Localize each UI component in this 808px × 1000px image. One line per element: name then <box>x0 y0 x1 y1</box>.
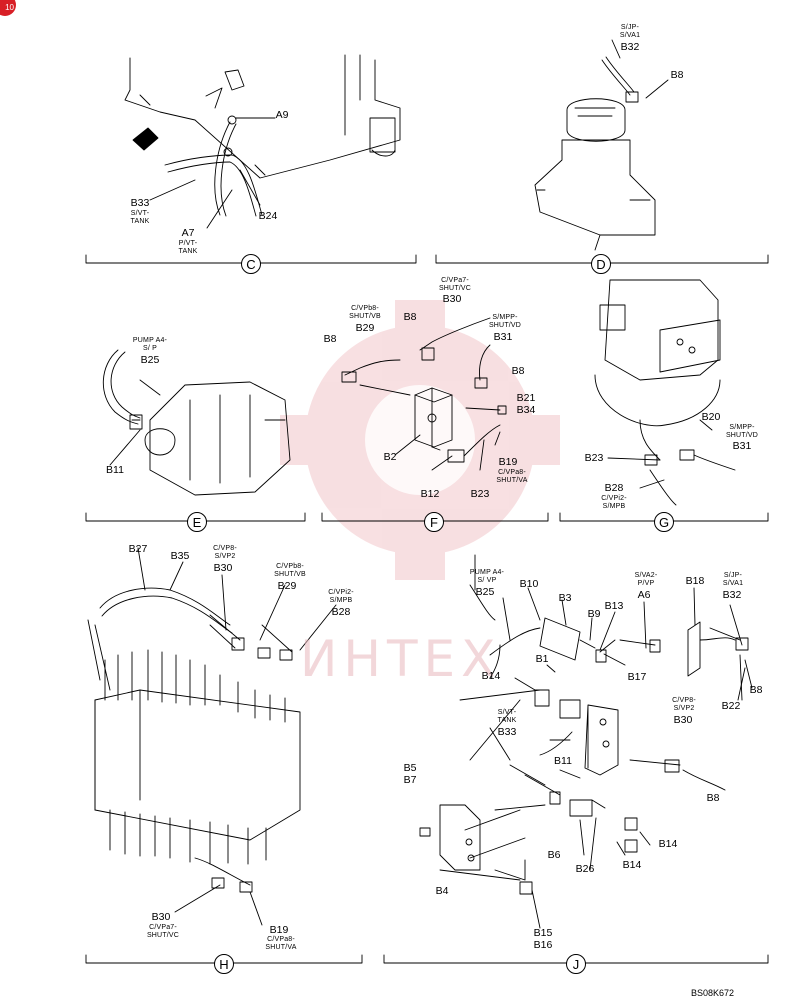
callout-a7-desc: P/VT- TANK <box>178 240 198 255</box>
callout-b29-desc: C/VPb8- SHUT/VB <box>349 305 381 320</box>
callout-b19-desc: C/VPa8- SHUT/VA <box>496 469 528 484</box>
callout-b25-desc: PUMP A4- S/ P <box>132 337 168 352</box>
callout-b10: B10 <box>519 578 539 590</box>
callout-b33: B33 <box>130 197 150 209</box>
callout-j-b30: B30 <box>673 714 693 726</box>
callout-a6-desc: S/VA2- P/VP <box>634 572 658 587</box>
callout-a7: A7 <box>181 227 195 239</box>
section-marker-f: F <box>424 512 444 532</box>
callout-j-b30-desc: C/VP8- S/VP2 <box>672 697 696 712</box>
callout-j-b25-desc: PUMP A4- S/ VP <box>469 569 505 584</box>
callout-b23: B23 <box>470 488 490 500</box>
callout-b35: B35 <box>170 550 190 562</box>
section-marker-d: D <box>591 254 611 274</box>
callout-j-b32: B32 <box>722 589 742 601</box>
callout-b31-desc: S/MPP- SHUT/VD <box>488 314 522 329</box>
page-corner-badge: 10 <box>0 0 16 16</box>
callout-b5: B5 <box>403 762 417 774</box>
callout-h-b19-desc: C/VPa8- SHUT/VA <box>265 936 297 951</box>
callout-b6: B6 <box>547 849 561 861</box>
section-marker-e: E <box>187 512 207 532</box>
callout-j-b32-desc: S/JP- S/VA1 <box>722 572 744 587</box>
callout-h-b28: B28 <box>331 606 351 618</box>
callout-b30: B30 <box>442 293 462 305</box>
callout-h-b30-desc: C/VP8- S/VP2 <box>213 545 237 560</box>
callout-b2: B2 <box>383 451 397 463</box>
callout-j-b33: B33 <box>497 726 517 738</box>
callout-b21: B21 <box>516 392 536 404</box>
callout-h-b30-lower-desc: C/VPa7- SHUT/VC <box>146 924 180 939</box>
callout-b33-desc: S/VT- TANK <box>130 210 150 225</box>
callout-b8: B8 <box>670 69 684 81</box>
section-marker-g: G <box>654 512 674 532</box>
callout-h-b30-lower: B30 <box>151 911 171 923</box>
callout-b1: B1 <box>535 653 549 665</box>
callout-b7: B7 <box>403 774 417 786</box>
callout-b11: B11 <box>106 464 124 476</box>
callout-a9: A9 <box>275 109 289 121</box>
callout-h-b30: B30 <box>213 562 233 574</box>
callout-j-b8-lower: B8 <box>706 792 720 804</box>
callout-b20: B20 <box>701 411 721 423</box>
callout-b19: B19 <box>498 456 518 468</box>
callout-b32: B32 <box>620 41 640 53</box>
callout-g-b31: B31 <box>732 440 752 452</box>
callout-b31: B31 <box>493 331 513 343</box>
callout-b28: B28 <box>604 482 624 494</box>
callout-b14-right: B14 <box>658 838 678 850</box>
callout-j-b33-desc: S/VT- TANK <box>497 709 517 724</box>
section-marker-j: J <box>566 954 586 974</box>
callout-b27: B27 <box>128 543 148 555</box>
callout-g-b23: B23 <box>584 452 604 464</box>
callout-h-b29: B29 <box>277 580 297 592</box>
callout-b15: B15 <box>533 927 553 939</box>
callout-b25: B25 <box>140 354 160 366</box>
callout-b8-left: B8 <box>323 333 337 345</box>
callout-b22: B22 <box>721 700 741 712</box>
callout-h-b19: B19 <box>269 924 289 936</box>
callout-a6: A6 <box>637 589 651 601</box>
callout-h-b29-desc: C/VPb8- SHUT/VB <box>274 563 306 578</box>
callout-b14-lower: B14 <box>622 859 642 871</box>
callout-b17: B17 <box>627 671 647 683</box>
drawing-code: BS08K672 <box>690 988 734 998</box>
callout-b12: B12 <box>420 488 440 500</box>
callout-j-b8-right: B8 <box>749 684 763 696</box>
callout-b24: B24 <box>258 210 278 222</box>
callout-j-b25: B25 <box>475 586 495 598</box>
callout-b32-desc: S/JP- S/VA1 <box>619 24 641 39</box>
callout-b30-desc: C/VPa7- SHUT/VC <box>438 277 472 292</box>
callout-b14-upper: B14 <box>481 670 501 682</box>
callout-b18: B18 <box>685 575 705 587</box>
section-marker-c: C <box>241 254 261 274</box>
callout-h-b28-desc: C/VPi2- S/MPB <box>328 589 354 604</box>
callout-b9: B9 <box>587 608 601 620</box>
callout-b3: B3 <box>558 592 572 604</box>
callout-b29: B29 <box>355 322 375 334</box>
section-marker-h: H <box>214 954 234 974</box>
callout-j-b11: B11 <box>554 755 572 767</box>
callout-b34: B34 <box>516 404 536 416</box>
callout-b8-right: B8 <box>511 365 525 377</box>
callout-b28-desc: C/VPi2- S/MPB <box>601 495 627 510</box>
callout-b8-upper: B8 <box>403 311 417 323</box>
callout-b13: B13 <box>604 600 624 612</box>
callout-g-b31-desc: S/MPP- SHUT/VD <box>725 424 759 439</box>
callout-b26: B26 <box>575 863 595 875</box>
watermark-text: ИНТЕХ <box>300 630 502 688</box>
callout-b16: B16 <box>533 939 553 951</box>
callout-b4: B4 <box>435 885 449 897</box>
